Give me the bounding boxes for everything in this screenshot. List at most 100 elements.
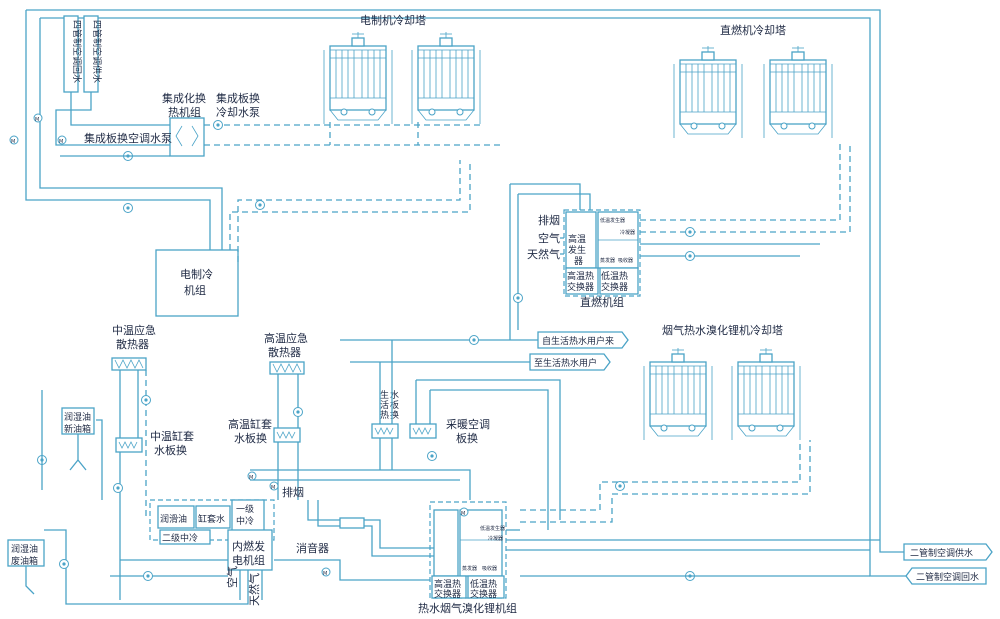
- tiny-gen-label-1: 低温发生器: [600, 217, 625, 224]
- flue-hi-hx-label-2: 交换器: [434, 588, 461, 600]
- cool-water-pump[interactable]: [213, 120, 223, 130]
- valve-m-5[interactable]: M: [269, 481, 279, 491]
- two-pipe-supply-label: 二管制空调供水: [910, 547, 973, 559]
- valve-m-4[interactable]: M: [247, 471, 257, 481]
- engine-subsystem: [149, 499, 275, 571]
- mid-temp-pump[interactable]: [141, 395, 151, 405]
- lube-new-label-2: 新油箱: [64, 423, 91, 435]
- flue-cool-pump[interactable]: [615, 481, 625, 491]
- valve-m-2[interactable]: M: [9, 135, 19, 145]
- flue-tower-2: [731, 347, 801, 441]
- two-pipe-return-tag: [905, 567, 987, 585]
- engine-cool-pump[interactable]: [143, 571, 153, 581]
- natural-gas-label: 天然气: [527, 247, 560, 261]
- valve-m-label: M: [59, 139, 63, 145]
- valve-m-1[interactable]: M: [33, 113, 43, 123]
- four-pipe-return-tag: 四管制空调回水: [63, 15, 83, 93]
- lo-hx-label-1: 低温热: [601, 270, 628, 282]
- flue-tiny-label-4: 吸收器: [482, 565, 497, 572]
- cool-pump-label-1: 集成板换: [216, 91, 260, 105]
- elec-chiller-label-2: 机组: [184, 283, 206, 297]
- chilled-water-pump[interactable]: [123, 203, 133, 213]
- hi-gen-label-1: 高温: [568, 233, 586, 245]
- elec-tower-1: [323, 31, 393, 125]
- heating-pump[interactable]: [427, 451, 437, 461]
- life-hx-label-3: 热: [380, 409, 389, 421]
- tiny-gen-label-3: 蒸发器: [600, 257, 615, 264]
- to-user-label: 至生活热水用户: [534, 357, 597, 369]
- hi-gen-label-3: 器: [574, 256, 583, 267]
- flue-hi-hx-label-1: 高温热: [434, 578, 461, 590]
- mid-temp-radiator: [111, 357, 147, 371]
- engine-label-2: 电机组: [232, 553, 265, 567]
- elec-chiller-label-1: 电制冷: [180, 268, 213, 281]
- flue-gas-libr-unit: [429, 501, 507, 599]
- condenser-water-pump[interactable]: [255, 200, 265, 210]
- mid-jacket-label-2: 水板换: [154, 443, 187, 457]
- valve-m-6[interactable]: M: [321, 567, 331, 577]
- lube-oil-label: 润滑油: [160, 513, 187, 525]
- waste-oil-pump[interactable]: [59, 559, 69, 569]
- hi-jacket-hx: [273, 427, 301, 443]
- engine-label-1: 内燃发: [232, 539, 265, 553]
- jacket-water-label: 缸套水: [198, 513, 225, 525]
- flue-tiny-label-1: 低温发生器: [480, 525, 505, 532]
- valve-m-7[interactable]: M: [459, 507, 469, 517]
- life-hx-label-1: 生: [380, 389, 389, 401]
- flue-lo-hx-label-1: 低温热: [470, 578, 497, 590]
- gas-2-label: 天然气: [247, 573, 261, 606]
- exhaust-2-label: 排烟: [282, 485, 304, 499]
- heat-hx-label-2: 板换: [456, 431, 478, 445]
- four-pipe-supply-label: 四管制空调供水: [91, 20, 103, 83]
- cool-pump-label-2: 冷却水泵: [216, 106, 260, 119]
- exhaust-label: 排烟: [538, 213, 560, 227]
- mid-jacket-label-1: 中温缸套: [150, 429, 194, 443]
- mid-jacket-pump[interactable]: [113, 483, 123, 493]
- hi-radiator-label-2: 散热器: [268, 345, 301, 359]
- to-user-tag: [529, 353, 611, 371]
- direct-hot-water-pump[interactable]: [513, 293, 523, 303]
- life-hx-label-6: 换: [390, 409, 399, 421]
- from-user-label: 自生活热水用户来: [542, 335, 614, 347]
- integrated-hx-unit: [169, 117, 205, 157]
- hx-unit-label-1: 集成化换: [162, 91, 206, 105]
- air-label: 空气: [538, 231, 560, 245]
- heating-ac-hx: [409, 423, 437, 439]
- four-pipe-supply-tag: 四管制空调供水: [83, 15, 103, 93]
- flue-tiny-label-3: 蒸发器: [462, 565, 477, 572]
- valve-m-label: M: [461, 511, 465, 517]
- hi-temp-pump[interactable]: [293, 407, 303, 417]
- ac-pump-label: 集成板换空调水泵: [84, 131, 172, 145]
- mid-radiator-label-2: 散热器: [116, 337, 149, 351]
- lube-waste-label-1: 润湿油: [11, 543, 38, 555]
- muffler-label: 消音器: [296, 541, 329, 555]
- air-2-label: 空气: [225, 566, 239, 588]
- two-pipe-supply-tag: [903, 543, 993, 561]
- mid-radiator-label-1: 中温应急: [112, 323, 156, 337]
- domestic-hot-water-hx: [371, 423, 399, 439]
- hx-unit-label-2: 热机组: [168, 105, 201, 119]
- domestic-hot-water-pump[interactable]: [469, 335, 479, 345]
- direct-cool-pump[interactable]: [685, 227, 695, 237]
- stage1-label-2: 中冷: [236, 515, 254, 527]
- stage2-label: 二级中冷: [162, 532, 198, 544]
- direct-tower-2: [763, 45, 833, 139]
- hi-gen-label-2: 发生: [568, 244, 586, 256]
- lo-hx-label-2: 交换器: [601, 281, 628, 293]
- flue-tiny-label-2: 冷凝器: [488, 535, 503, 542]
- four-pipe-return-label: 四管制空调回水: [71, 20, 83, 83]
- electric-chiller-unit: [155, 249, 239, 317]
- life-hx-label-2: 活: [380, 399, 389, 411]
- two-pipe-return-label: 二管制空调回水: [916, 571, 979, 583]
- flue-lo-hx-label-2: 交换器: [470, 588, 497, 600]
- direct-ac-pump[interactable]: [685, 251, 695, 261]
- valve-m-label: M: [323, 571, 327, 577]
- valve-m-3[interactable]: M: [57, 135, 67, 145]
- valve-m-label: M: [271, 485, 275, 491]
- hi-hx-label-2: 交换器: [567, 281, 594, 293]
- hi-radiator-label-1: 高温应急: [264, 331, 308, 345]
- stage1-label-1: 一级: [236, 503, 254, 515]
- flue-unit-label: 热水烟气溴化锂机组: [418, 601, 517, 615]
- lube-new-label-1: 润湿油: [64, 411, 91, 423]
